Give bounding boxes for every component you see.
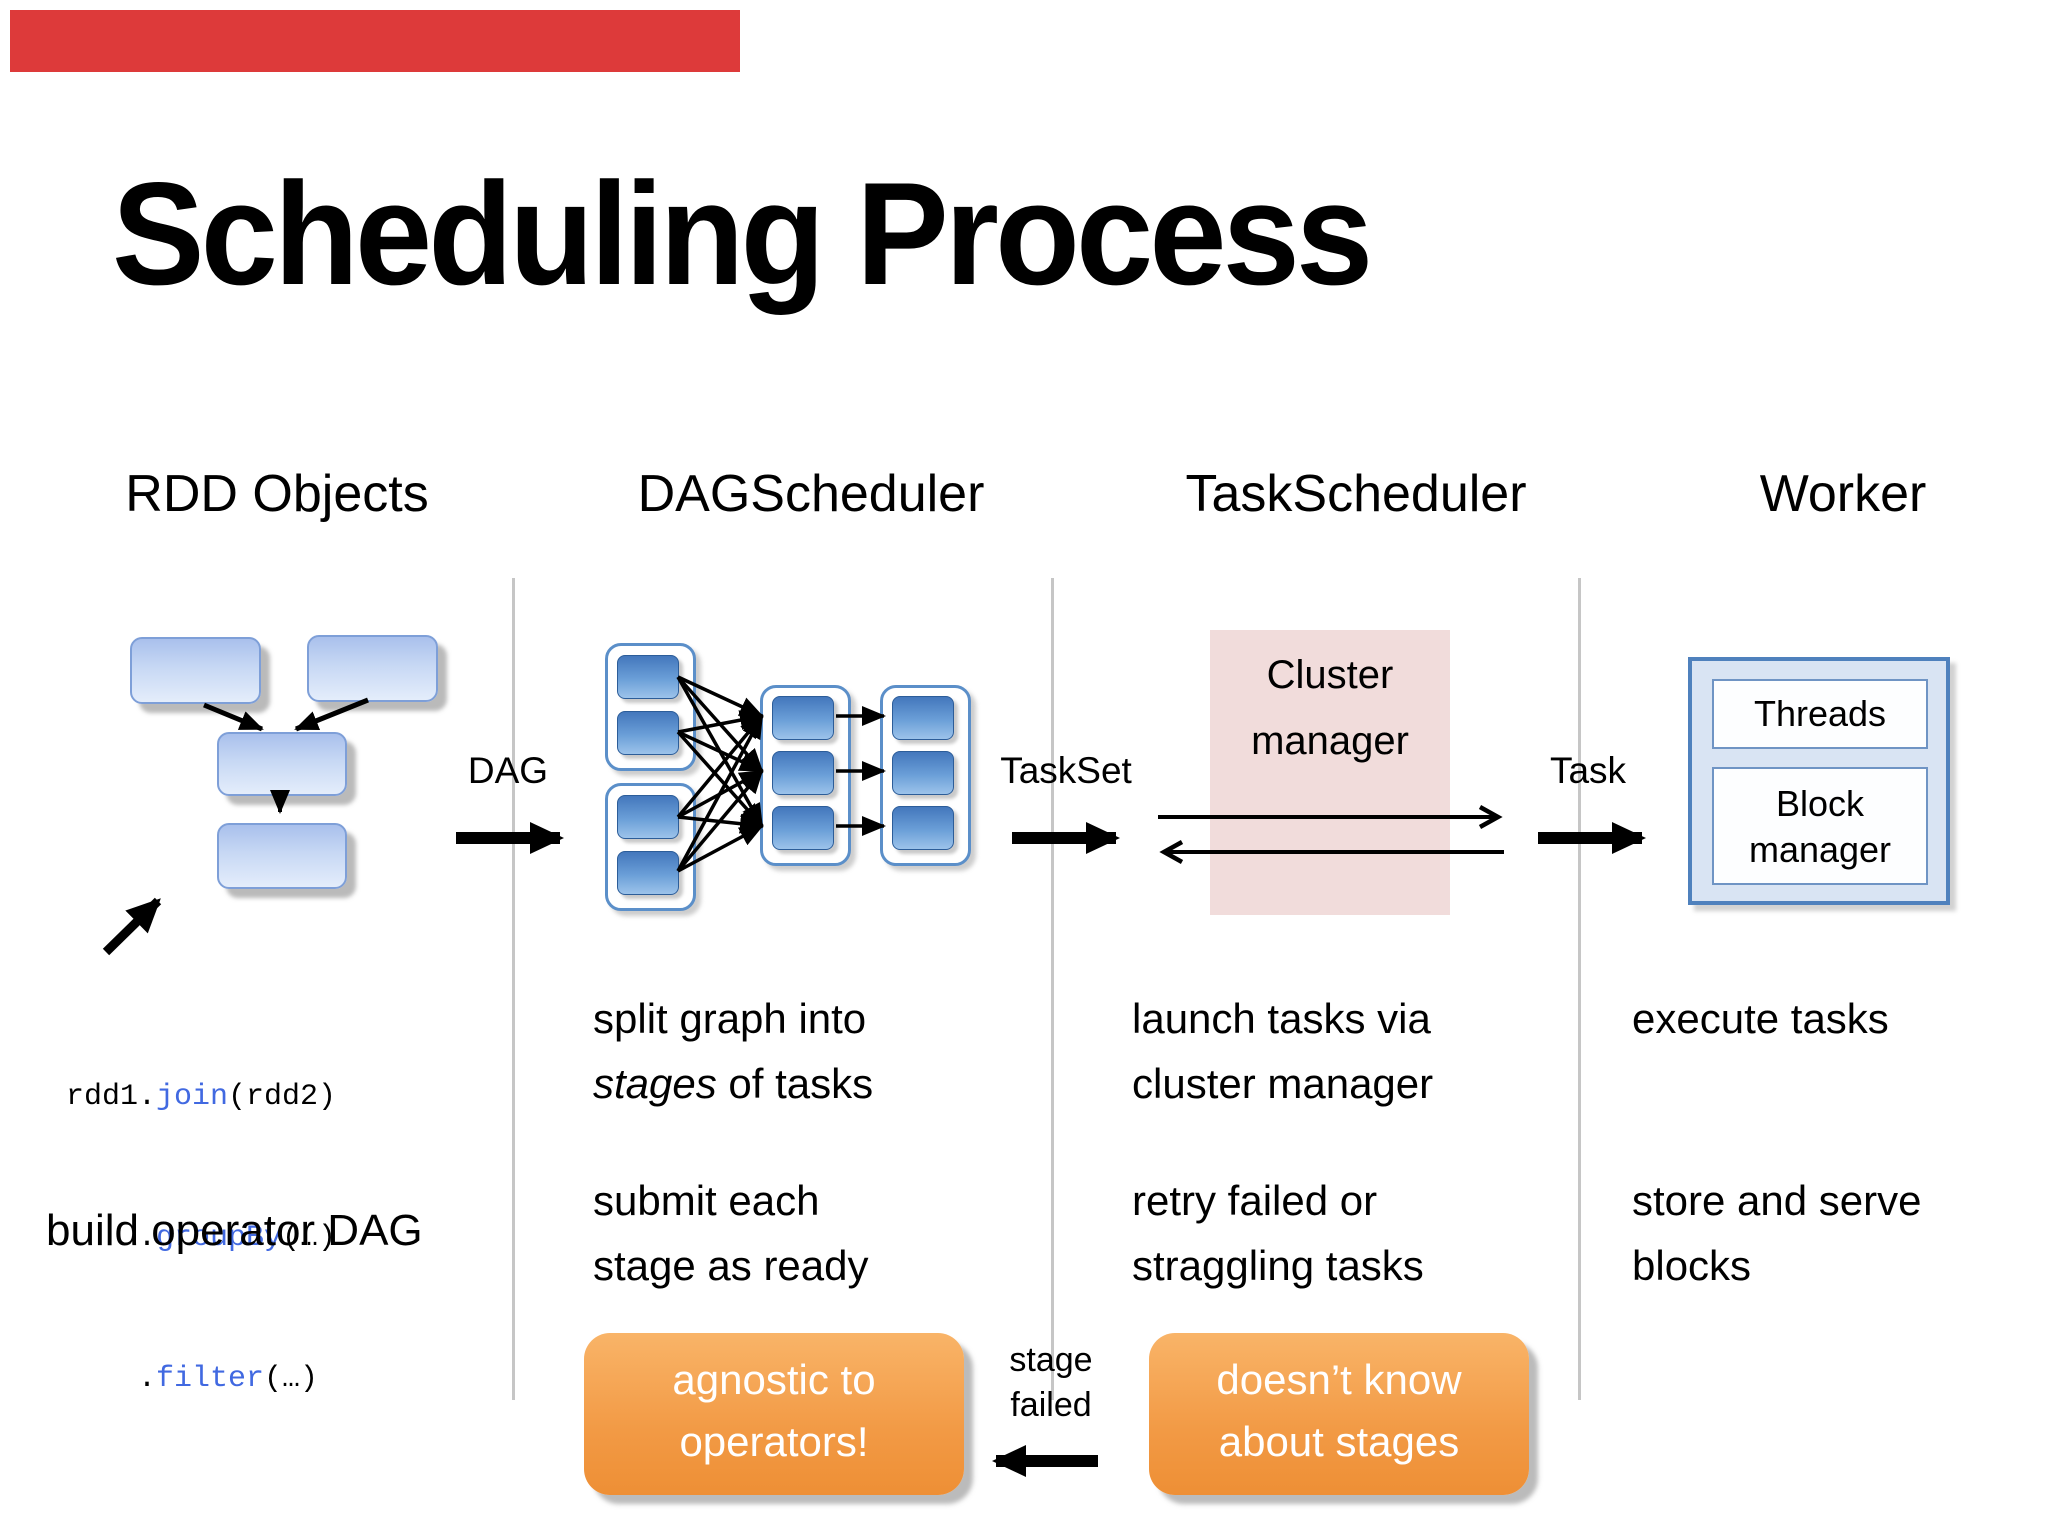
block-manager-box: Block manager xyxy=(1712,767,1928,885)
column-header-worker: Worker xyxy=(1759,465,1927,523)
column-header-taskscheduler: TaskScheduler xyxy=(1185,465,1527,523)
column-divider-3 xyxy=(1578,578,1581,1400)
cluster-manager-label-line2: manager xyxy=(1251,719,1409,763)
taskscheduler-callout: doesn’t know about stages xyxy=(1149,1333,1529,1495)
task-box xyxy=(772,696,834,740)
taskset-flow-label: TaskSet xyxy=(1000,750,1132,791)
task-box xyxy=(892,751,954,795)
rdd-box-result xyxy=(217,823,347,889)
column-divider-2 xyxy=(1051,578,1054,1400)
task-box xyxy=(892,806,954,850)
task-box xyxy=(772,751,834,795)
stage-failed-label: stage failed xyxy=(1009,1341,1093,1424)
code-line-2: .groupBy(…) xyxy=(66,1221,337,1255)
rdd-box-parent-1 xyxy=(130,637,261,704)
accent-bar xyxy=(10,10,740,72)
dag-flow-label: DAG xyxy=(467,750,549,791)
column-divider-1 xyxy=(512,578,515,1400)
block-manager-line2: manager xyxy=(1748,829,1892,870)
code-line-1: rdd1.join(rdd2) xyxy=(66,1080,337,1114)
cluster-manager-label-line1: Cluster xyxy=(1266,653,1394,697)
rdd-code-snippet: rdd1.join(rdd2) .groupBy(…) .filter(…) xyxy=(66,980,336,1497)
task-box xyxy=(617,655,679,699)
arrow-code-to-dag xyxy=(102,897,162,956)
rdd-box-join xyxy=(217,732,347,796)
slide-title: Scheduling Process xyxy=(112,152,1373,315)
task-box xyxy=(617,851,679,895)
worker-box: Threads Block manager xyxy=(1688,657,1950,905)
arrow-parent2-to-join xyxy=(294,697,369,732)
dagscheduler-callout: agnostic to operators! xyxy=(584,1333,964,1495)
worker-note-1: execute tasks xyxy=(1632,995,1889,1042)
column-header-rdd-objects: RDD Objects xyxy=(125,465,429,523)
worker-note-2: store and serve blocks xyxy=(1632,1177,1922,1289)
threads-box: Threads xyxy=(1712,679,1928,749)
code-line-3: .filter(…) xyxy=(66,1362,319,1396)
arrow-parent1-to-join xyxy=(203,702,264,732)
block-manager-line1: Block xyxy=(1775,783,1865,824)
rdd-box-parent-2 xyxy=(307,635,438,702)
rdd-caption: build operator DAG xyxy=(46,1206,423,1255)
task-box xyxy=(617,795,679,839)
dagscheduler-note-1: split graph into stages of tasks xyxy=(593,995,874,1107)
cluster-manager-box: Cluster manager xyxy=(1210,630,1450,915)
column-header-dagscheduler: DAGScheduler xyxy=(637,465,985,523)
taskscheduler-note-2: retry failed or straggling tasks xyxy=(1132,1177,1424,1289)
task-box xyxy=(892,696,954,740)
task-flow-label: Task xyxy=(1549,750,1627,791)
task-box xyxy=(617,711,679,755)
dagscheduler-note-2: submit each stage as ready xyxy=(593,1177,869,1289)
taskscheduler-note-1: launch tasks via cluster manager xyxy=(1132,995,1434,1107)
task-box xyxy=(772,806,834,850)
